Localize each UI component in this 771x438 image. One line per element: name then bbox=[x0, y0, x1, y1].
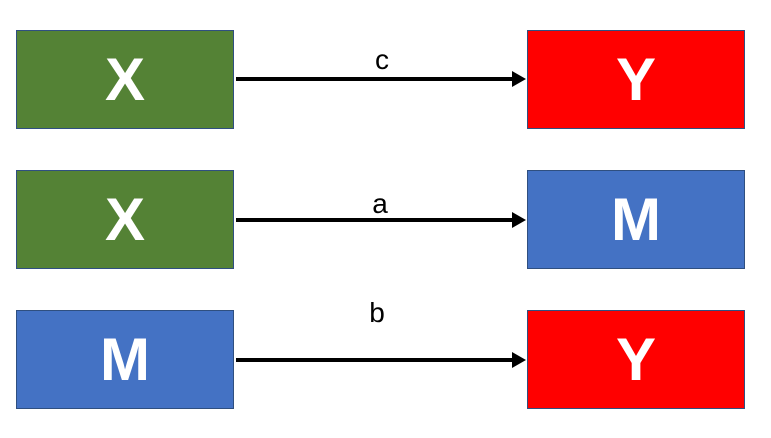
arrow-a-line bbox=[236, 218, 514, 222]
arrow-b-line bbox=[236, 358, 514, 362]
path-label-b: b bbox=[369, 297, 385, 328]
arrow-a-head bbox=[512, 212, 526, 228]
path-label-c: c bbox=[375, 44, 389, 75]
arrow-c-head bbox=[512, 71, 526, 87]
node-y-box: Y bbox=[527, 310, 745, 409]
arrow-c-line bbox=[236, 77, 514, 81]
node-y-box: Y bbox=[527, 30, 745, 129]
node-x-box: X bbox=[16, 170, 234, 269]
node-m-box: M bbox=[16, 310, 234, 409]
node-m-box: M bbox=[527, 170, 745, 269]
path-label-a: a bbox=[372, 188, 388, 219]
arrow-b-head bbox=[512, 352, 526, 368]
node-x-box: X bbox=[16, 30, 234, 129]
